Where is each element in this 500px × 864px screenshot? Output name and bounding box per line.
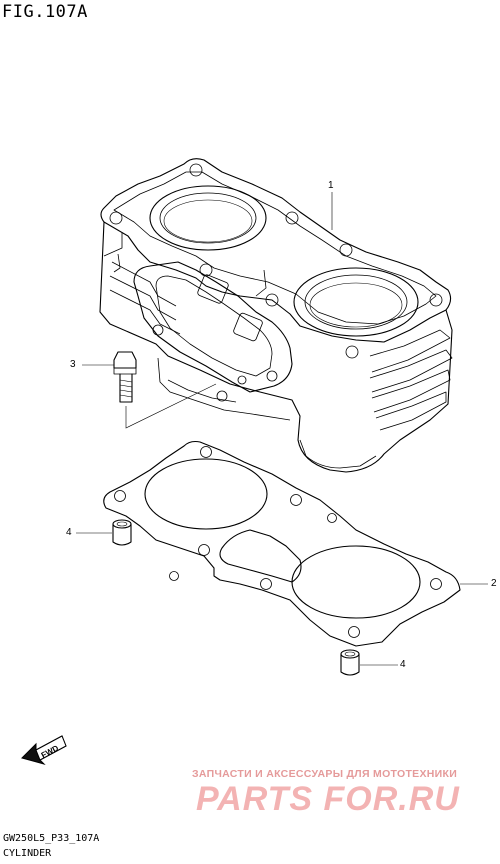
- bolt[interactable]: [113, 351, 137, 403]
- cylinder-block[interactable]: [99, 158, 453, 473]
- model-code: GW250L5_P33_107A: [3, 833, 100, 844]
- forward-direction-arrow-icon: FWD: [21, 735, 67, 765]
- callout-4-upper: 4: [66, 527, 72, 538]
- watermark-brand: PARTS FOR.RU: [196, 780, 460, 818]
- callout-3: 3: [70, 359, 76, 370]
- figure-title: FIG.107A: [2, 2, 88, 22]
- dowel-pin-lower[interactable]: [340, 649, 360, 676]
- cylinder-base-gasket[interactable]: [103, 440, 461, 647]
- callout-4-lower: 4: [400, 659, 406, 670]
- section-name: CYLINDER: [3, 848, 52, 859]
- watermark-subtitle: ЗАПЧАСТИ И АКСЕССУАРЫ ДЛЯ МОТОТЕХНИКИ: [192, 768, 458, 780]
- callout-1: 1: [328, 180, 334, 191]
- callout-2: 2: [491, 578, 497, 589]
- dowel-pin-upper[interactable]: [112, 519, 132, 546]
